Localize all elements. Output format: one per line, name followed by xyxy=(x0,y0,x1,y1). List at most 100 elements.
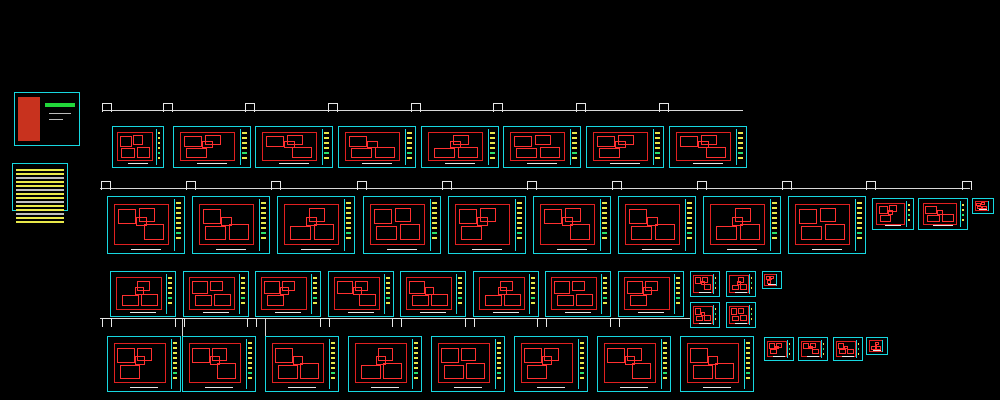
drawing-sheet[interactable] xyxy=(112,126,164,168)
drawing-sheet[interactable] xyxy=(533,196,611,254)
drawing-sheet[interactable] xyxy=(726,271,756,297)
room-outline xyxy=(134,287,144,296)
cover-sheet[interactable] xyxy=(14,92,80,146)
drawing-sheet[interactable] xyxy=(798,337,828,361)
title-block xyxy=(240,129,248,165)
floor-plan xyxy=(479,277,526,310)
drawing-sheet[interactable] xyxy=(669,126,747,168)
sheet-caption xyxy=(933,225,953,226)
drawing-sheet[interactable] xyxy=(503,126,581,168)
floor-plan xyxy=(922,202,958,225)
room-outline xyxy=(702,277,708,283)
room-outline xyxy=(628,208,648,225)
title-block xyxy=(405,129,413,165)
sheet-caption xyxy=(619,387,649,388)
room-outline xyxy=(264,281,280,294)
drawing-sheet[interactable] xyxy=(421,126,499,168)
room-outline xyxy=(740,224,761,241)
drawing-sheet[interactable] xyxy=(255,271,321,317)
room-outline xyxy=(504,293,522,306)
sheet-tab xyxy=(328,103,338,112)
room-outline xyxy=(543,208,563,225)
drawing-sheet[interactable] xyxy=(872,198,914,230)
index-row xyxy=(16,197,64,199)
drawing-sheet[interactable] xyxy=(431,336,505,392)
drawing-sheet[interactable] xyxy=(400,271,466,317)
room-outline xyxy=(192,281,208,294)
drawing-sheet[interactable] xyxy=(255,126,333,168)
row-connector xyxy=(103,110,743,111)
room-outline xyxy=(121,295,140,306)
drawing-sheet[interactable] xyxy=(110,271,176,317)
room-outline xyxy=(879,214,891,222)
room-outline xyxy=(373,208,393,225)
drawing-sheet[interactable] xyxy=(328,271,394,317)
drawing-sheet[interactable] xyxy=(514,336,588,392)
cover-text-line xyxy=(49,113,71,114)
room-outline xyxy=(133,135,144,145)
drawing-sheet[interactable] xyxy=(265,336,339,392)
room-outline xyxy=(337,281,353,294)
room-outline xyxy=(812,348,820,355)
room-outline xyxy=(194,295,213,306)
drawing-sheet[interactable] xyxy=(473,271,539,317)
title-block xyxy=(856,340,860,358)
sheet-caption xyxy=(128,163,148,164)
drawing-sheet[interactable] xyxy=(690,302,720,328)
sheet-caption xyxy=(361,163,393,164)
drawing-sheet[interactable] xyxy=(618,271,684,317)
row-divider xyxy=(265,318,266,336)
room-outline xyxy=(629,295,648,306)
drawing-sheet[interactable] xyxy=(866,337,888,355)
room-outline xyxy=(186,147,208,158)
sheet-caption xyxy=(638,312,664,313)
sheet-caption xyxy=(807,356,819,357)
sheet-caption xyxy=(287,387,317,388)
sheet-caption xyxy=(444,163,476,164)
sheet-caption xyxy=(692,163,724,164)
sheet-tab xyxy=(659,103,669,112)
room-outline xyxy=(732,315,740,322)
room-outline xyxy=(266,295,285,306)
drawing-sheet[interactable] xyxy=(972,198,994,214)
drawing-sheet[interactable] xyxy=(762,271,782,289)
drawing-sheet[interactable] xyxy=(597,336,671,392)
index-sheet[interactable] xyxy=(12,163,68,223)
floor-plan xyxy=(188,343,241,384)
title-block xyxy=(515,199,523,251)
drawing-sheet[interactable] xyxy=(618,196,696,254)
drawing-sheet[interactable] xyxy=(448,196,526,254)
sheet-caption xyxy=(641,249,673,250)
room-outline xyxy=(876,345,882,350)
room-outline xyxy=(556,295,575,306)
title-block xyxy=(736,129,744,165)
drawing-sheet[interactable] xyxy=(277,196,355,254)
drawing-sheet[interactable] xyxy=(338,126,416,168)
sheet-caption xyxy=(453,387,483,388)
room-outline xyxy=(183,135,203,147)
drawing-sheet[interactable] xyxy=(788,196,866,254)
drawing-sheet[interactable] xyxy=(680,336,754,392)
drawing-sheet[interactable] xyxy=(690,271,720,297)
drawing-sheet[interactable] xyxy=(182,336,256,392)
drawing-sheet[interactable] xyxy=(703,196,781,254)
drawing-sheet[interactable] xyxy=(348,336,422,392)
drawing-sheet[interactable] xyxy=(173,126,251,168)
drawing-sheet[interactable] xyxy=(183,271,249,317)
drawing-sheet[interactable] xyxy=(764,337,794,361)
drawing-sheet[interactable] xyxy=(918,198,968,230)
drawing-sheet[interactable] xyxy=(107,196,185,254)
floor-plan xyxy=(767,340,788,357)
drawing-sheet[interactable] xyxy=(363,196,441,254)
drawing-sheet[interactable] xyxy=(726,302,756,328)
room-outline xyxy=(982,205,988,210)
floor-plan xyxy=(603,343,656,384)
floor-plan xyxy=(710,203,765,246)
drawing-sheet[interactable] xyxy=(192,196,270,254)
drawing-sheet[interactable] xyxy=(833,337,863,361)
drawing-sheet[interactable] xyxy=(545,271,611,317)
drawing-sheet[interactable] xyxy=(107,336,181,392)
drawing-sheet[interactable] xyxy=(586,126,664,168)
room-outline xyxy=(734,207,751,222)
